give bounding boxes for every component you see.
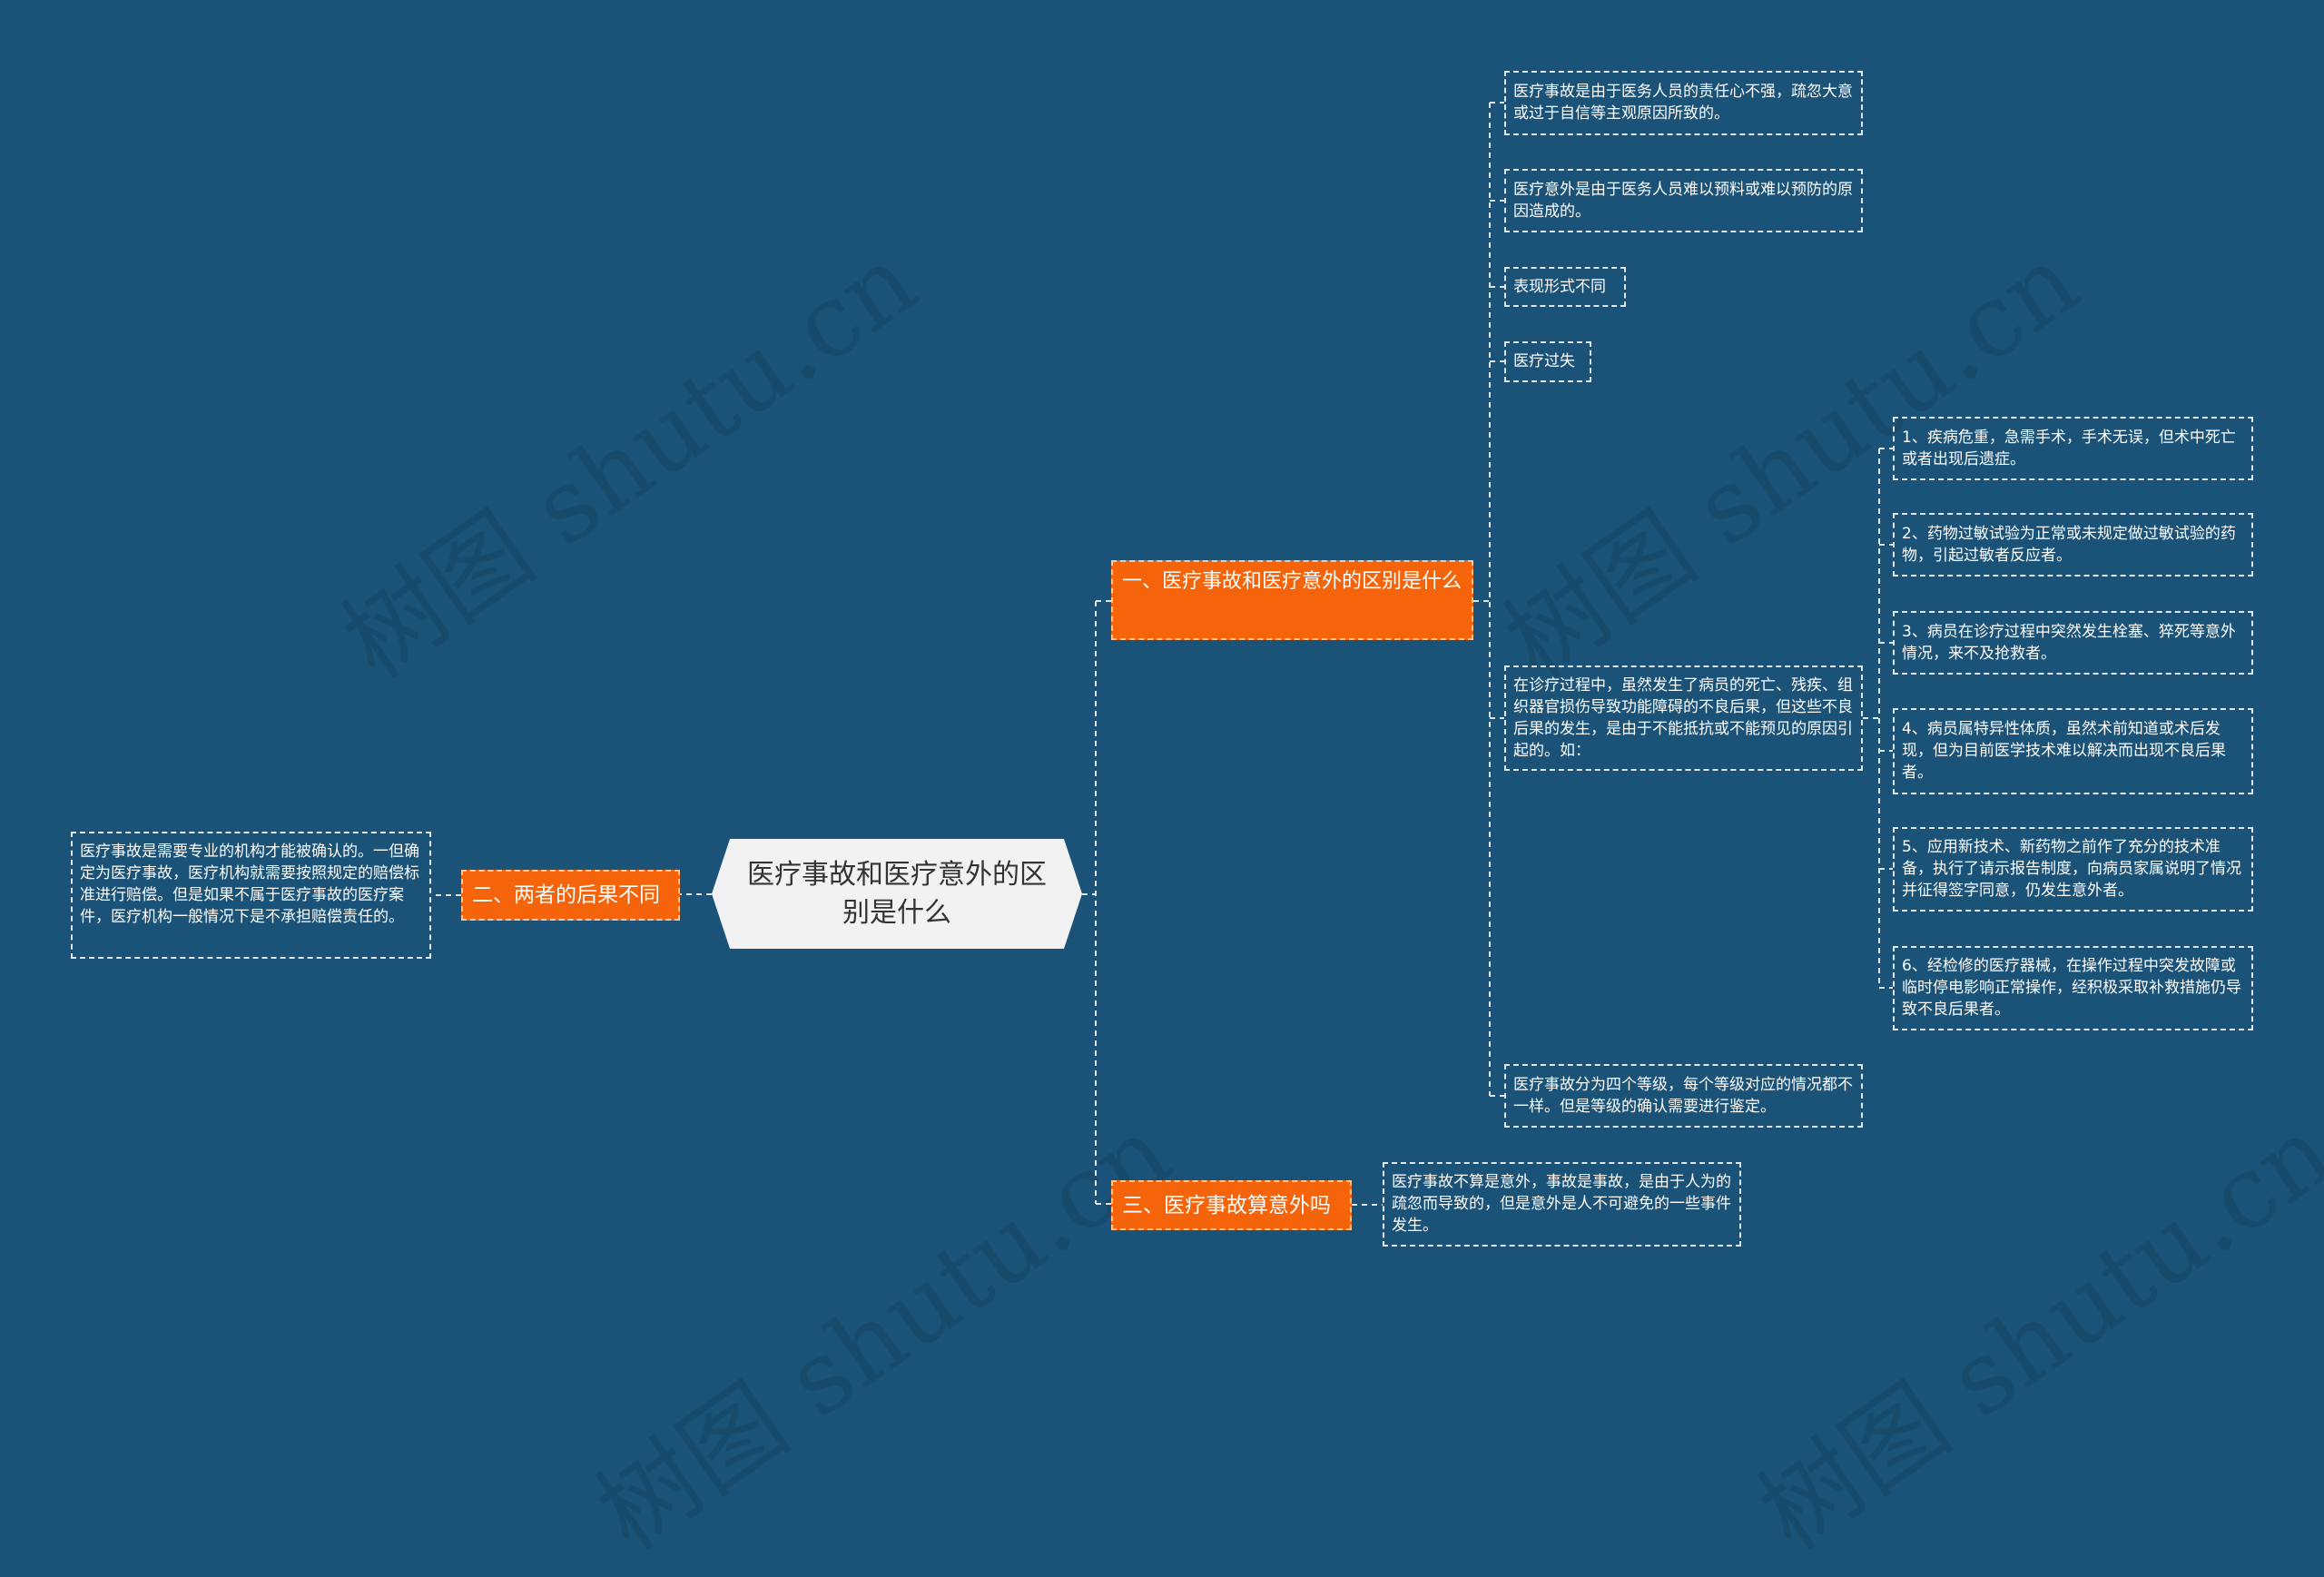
leaf-node[interactable]: 在诊疗过程中，虽然发生了病员的死亡、残疾、组织器官损伤导致功能障碍的不良后果，但… <box>1504 665 1863 771</box>
leaf-node[interactable]: 4、病员属特异性体质，虽然术前知道或术后发现，但为目前医学技术难以解决而出现不良… <box>1893 708 2253 794</box>
leaf-node[interactable]: 表现形式不同 <box>1504 267 1626 307</box>
leaf-node[interactable]: 医疗过失 <box>1504 341 1591 382</box>
branch-label: 三、医疗事故算意外吗 <box>1122 1194 1331 1217</box>
leaf-node[interactable]: 医疗事故是需要专业的机构才能被确认的。一但确定为医疗事故，医疗机构就需要按照规定… <box>71 832 431 959</box>
branch-node-differences[interactable]: 一、医疗事故和医疗意外的区别是什么 <box>1111 560 1473 640</box>
connector-lines <box>431 102 1893 1206</box>
leaf-node[interactable]: 2、药物过敏试验为正常或未规定做过敏试验的药物，引起过敏者反应者。 <box>1893 513 2253 577</box>
leaf-node[interactable]: 医疗事故不算是意外，事故是事故，是由于人为的疏忽而导致的，但是意外是人不可避免的… <box>1383 1162 1741 1247</box>
branch-node-consequences[interactable]: 二、两者的后果不同 <box>461 870 680 921</box>
root-node[interactable]: 医疗事故和医疗意外的区别是什么 <box>712 839 1082 949</box>
leaf-node[interactable]: 医疗意外是由于医务人员难以预料或难以预防的原因造成的。 <box>1504 169 1863 232</box>
leaf-node[interactable]: 3、病员在诊疗过程中突然发生栓塞、猝死等意外情况，来不及抢救者。 <box>1893 611 2253 675</box>
branch-label: 一、医疗事故和医疗意外的区别是什么 <box>1122 570 1462 593</box>
leaf-node[interactable]: 1、疾病危重，急需手术，手术无误，但术中死亡或者出现后遗症。 <box>1893 417 2253 480</box>
leaf-node[interactable]: 5、应用新技术、新药物之前作了充分的技术准备，执行了请示报告制度，向病员家属说明… <box>1893 827 2253 912</box>
branch-node-is-accident[interactable]: 三、医疗事故算意外吗 <box>1111 1180 1352 1230</box>
root-label: 医疗事故和医疗意外的区别是什么 <box>747 858 1047 929</box>
leaf-node[interactable]: 医疗事故分为四个等级，每个等级对应的情况都不一样。但是等级的确认需要进行鉴定。 <box>1504 1064 1863 1128</box>
leaf-node[interactable]: 医疗事故是由于医务人员的责任心不强，疏忽大意或过于自信等主观原因所致的。 <box>1504 71 1863 135</box>
branch-label: 二、两者的后果不同 <box>472 883 660 907</box>
leaf-node[interactable]: 6、经检修的医疗器械，在操作过程中突发故障或临时停电影响正常操作，经积极采取补救… <box>1893 946 2253 1030</box>
